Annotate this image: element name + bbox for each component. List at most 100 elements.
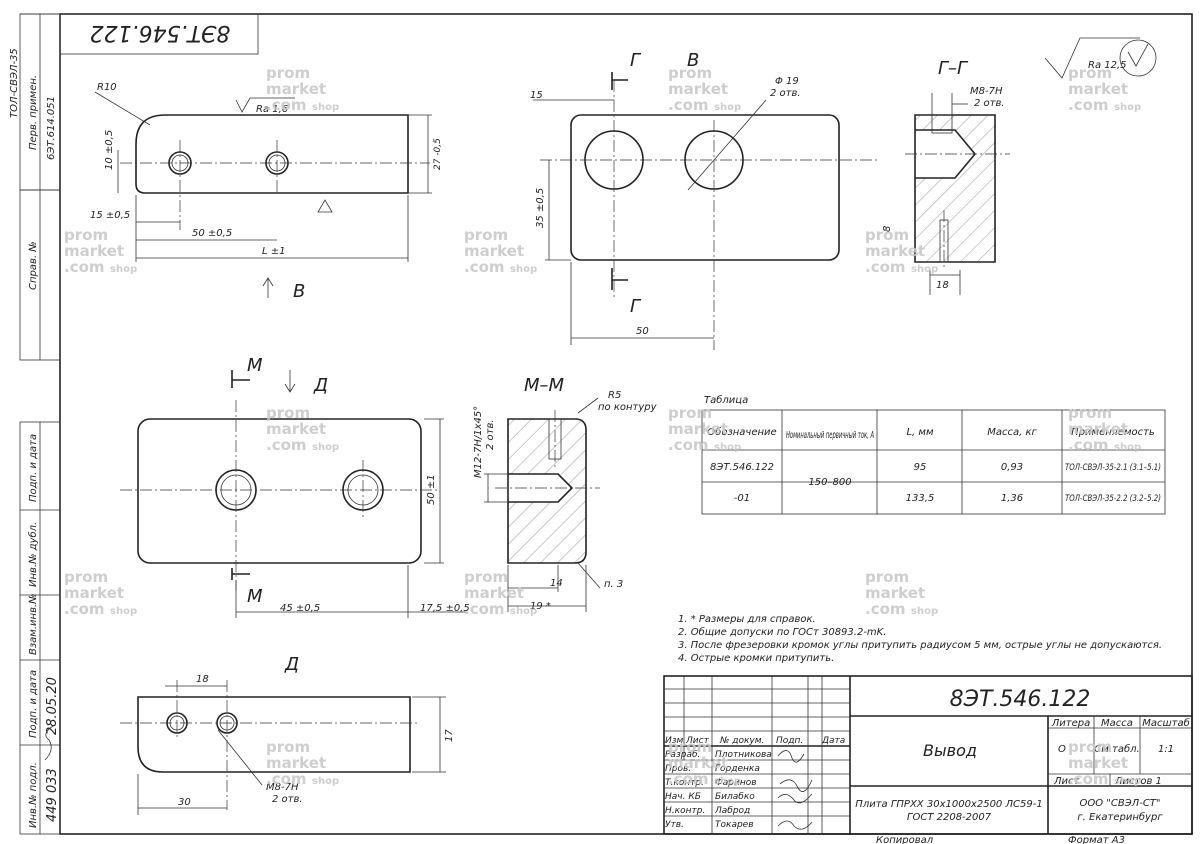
view-main: R10 Ra 1,6 10 ±0,5 27 -0,5 15 ±0,5 50 ±0… (90, 82, 443, 302)
v1-d27: 27 -0,5 (433, 138, 443, 170)
v2-sec-bot: Г (630, 296, 642, 317)
svg-text:prom: prom (1068, 404, 1112, 422)
view-g-section: Г–Г M8-7H 2 отв. 8 18 (882, 58, 1010, 295)
th-length: L, мм (906, 427, 933, 438)
tb-listov: Листов 1 (1114, 776, 1162, 787)
svg-text:market: market (1068, 420, 1128, 438)
svg-text:.com: .com (1068, 96, 1109, 114)
svg-text:market: market (266, 754, 326, 772)
tb-material2: ГОСТ 2208-2007 (907, 812, 992, 823)
svg-text:shop: shop (312, 776, 339, 787)
roughness-text: Ra 12,5 (1088, 60, 1127, 71)
tb-material1: Плита ГПРХХ 30х1000х2500 ЛС59-1 (855, 799, 1042, 810)
watermark-12: prom market .com shop (865, 568, 938, 618)
tb-role-razrab: Разраб. (665, 750, 700, 760)
tb-name-1: Плотникова (715, 750, 772, 760)
note-3: 3. После фрезеровки кромок углы притупит… (678, 640, 1162, 651)
v2-otv: 2 отв. (770, 88, 801, 99)
svg-text:prom: prom (64, 226, 108, 244)
signature-scribble (777, 750, 813, 830)
svg-text:market: market (1068, 754, 1128, 772)
v5-m12: M12-7H/1x45° (473, 406, 484, 478)
svg-text:.com: .com (266, 96, 307, 114)
svg-text:.com: .com (865, 600, 906, 618)
svg-text:shop: shop (510, 606, 537, 617)
v2-d15: 15 (530, 90, 543, 101)
th-designation: Обозначение (707, 426, 776, 438)
svg-text:shop: shop (110, 606, 137, 617)
tb-company2: г. Екатеринбург (1077, 811, 1163, 823)
watermark-10: prom market .com shop (64, 568, 137, 618)
top-stamp-code: 8ЭТ.546.122 (90, 20, 231, 45)
svg-text:shop: shop (110, 264, 137, 275)
v1-d15: 15 ±0,5 (90, 210, 130, 221)
v6-m8: M8-7H (266, 782, 299, 793)
v1-dL: L ±1 (262, 246, 286, 257)
tb-name-6: Токарев (715, 820, 754, 830)
tb-role-prov: Пров. (665, 764, 691, 774)
watermark-13: prom market .com shop (266, 738, 339, 788)
tb-role-tkontr: Т.контр. (665, 778, 704, 788)
svg-text:market: market (266, 80, 326, 98)
td-r1-c2: 150–800 (808, 477, 851, 488)
tb-name-4: Билабко (715, 792, 755, 802)
view-middle: М М Д 50 ±1 45 ±0,5 17,5 ±0,5 (120, 355, 470, 618)
side-inv-podl: Инв.№ подл. (28, 762, 39, 828)
svg-text:shop: shop (1114, 442, 1141, 453)
td-r1-c3: 95 (914, 462, 927, 473)
tb-code: 8ЭТ.546.122 (950, 687, 1091, 712)
svg-text:.com: .com (64, 258, 105, 276)
watermark-8: prom market .com shop (668, 404, 741, 454)
td-r1-c1: 8ЭТ.546.122 (710, 462, 774, 473)
v1-arrow-label: B (293, 281, 305, 302)
svg-text:prom: prom (668, 64, 712, 82)
v5-d19: 19 * (530, 601, 551, 612)
side-strip: ТОЛ-СВЭЛ-35 Перв. примен. 6ЭТ.614.051 Сп… (9, 13, 61, 835)
side-inv-hand: 449 033 (45, 768, 60, 822)
td-r2-c1: -01 (734, 493, 750, 504)
svg-text:prom: prom (865, 568, 909, 586)
tb-role-nkontr: Н.контр. (665, 806, 705, 816)
side-podp-data: Подп. и дата (28, 434, 39, 502)
svg-text:prom: prom (266, 738, 310, 756)
svg-text:market: market (266, 420, 326, 438)
side-date-hand: 28.05.20 (45, 677, 60, 735)
v2-d50: 50 (636, 326, 649, 337)
svg-text:shop: shop (510, 264, 537, 275)
svg-text:market: market (464, 242, 524, 260)
tb-company1: ООО "СВЭЛ-СТ" (1079, 798, 1160, 809)
svg-text:.com: .com (64, 600, 105, 618)
svg-text:.com: .com (865, 258, 906, 276)
svg-text:prom: prom (668, 404, 712, 422)
svg-text:.com: .com (668, 96, 709, 114)
watermark-9: prom market .com shop (1068, 404, 1141, 454)
svg-text:market: market (668, 754, 728, 772)
v3-otv: 2 отв. (974, 98, 1005, 109)
svg-text:market: market (668, 420, 728, 438)
tb-hdr-podp: Подп. (776, 736, 803, 746)
watermark-1: prom market .com shop (668, 64, 741, 114)
td-r2-c4: 1,36 (1001, 493, 1023, 504)
note-1: 1. * Размеры для справок. (678, 614, 816, 625)
v5-r5: R5 (608, 390, 621, 401)
svg-text:market: market (64, 584, 124, 602)
svg-text:shop: shop (312, 442, 339, 453)
v2-d35: 35 ±0,5 (535, 188, 546, 228)
td-r2-c3: 133,5 (906, 493, 935, 504)
svg-text:shop: shop (1114, 776, 1141, 787)
tb-litera: Литера (1051, 718, 1090, 729)
data-table: Таблица Обозначение Номинальный первичны… (701, 394, 1166, 515)
v5-d14: 14 (550, 578, 563, 589)
watermarks: prom market .com shop prom market .com s… (64, 64, 1141, 788)
svg-text:shop: shop (714, 102, 741, 113)
watermark-14: prom market .com shop (668, 738, 741, 788)
tb-hdr-data: Дата (821, 736, 845, 746)
svg-text:shop: shop (312, 102, 339, 113)
v4-d50: 50 ±1 (426, 474, 437, 505)
side-vzam: Взам.инв.№ (28, 593, 39, 655)
table-caption: Таблица (704, 394, 748, 406)
th-mass: Масса, кг (987, 427, 1037, 438)
v5-kont: по контуру (598, 402, 658, 413)
v1-d10: 10 ±0,5 (104, 130, 115, 170)
svg-text:prom: prom (1068, 64, 1112, 82)
